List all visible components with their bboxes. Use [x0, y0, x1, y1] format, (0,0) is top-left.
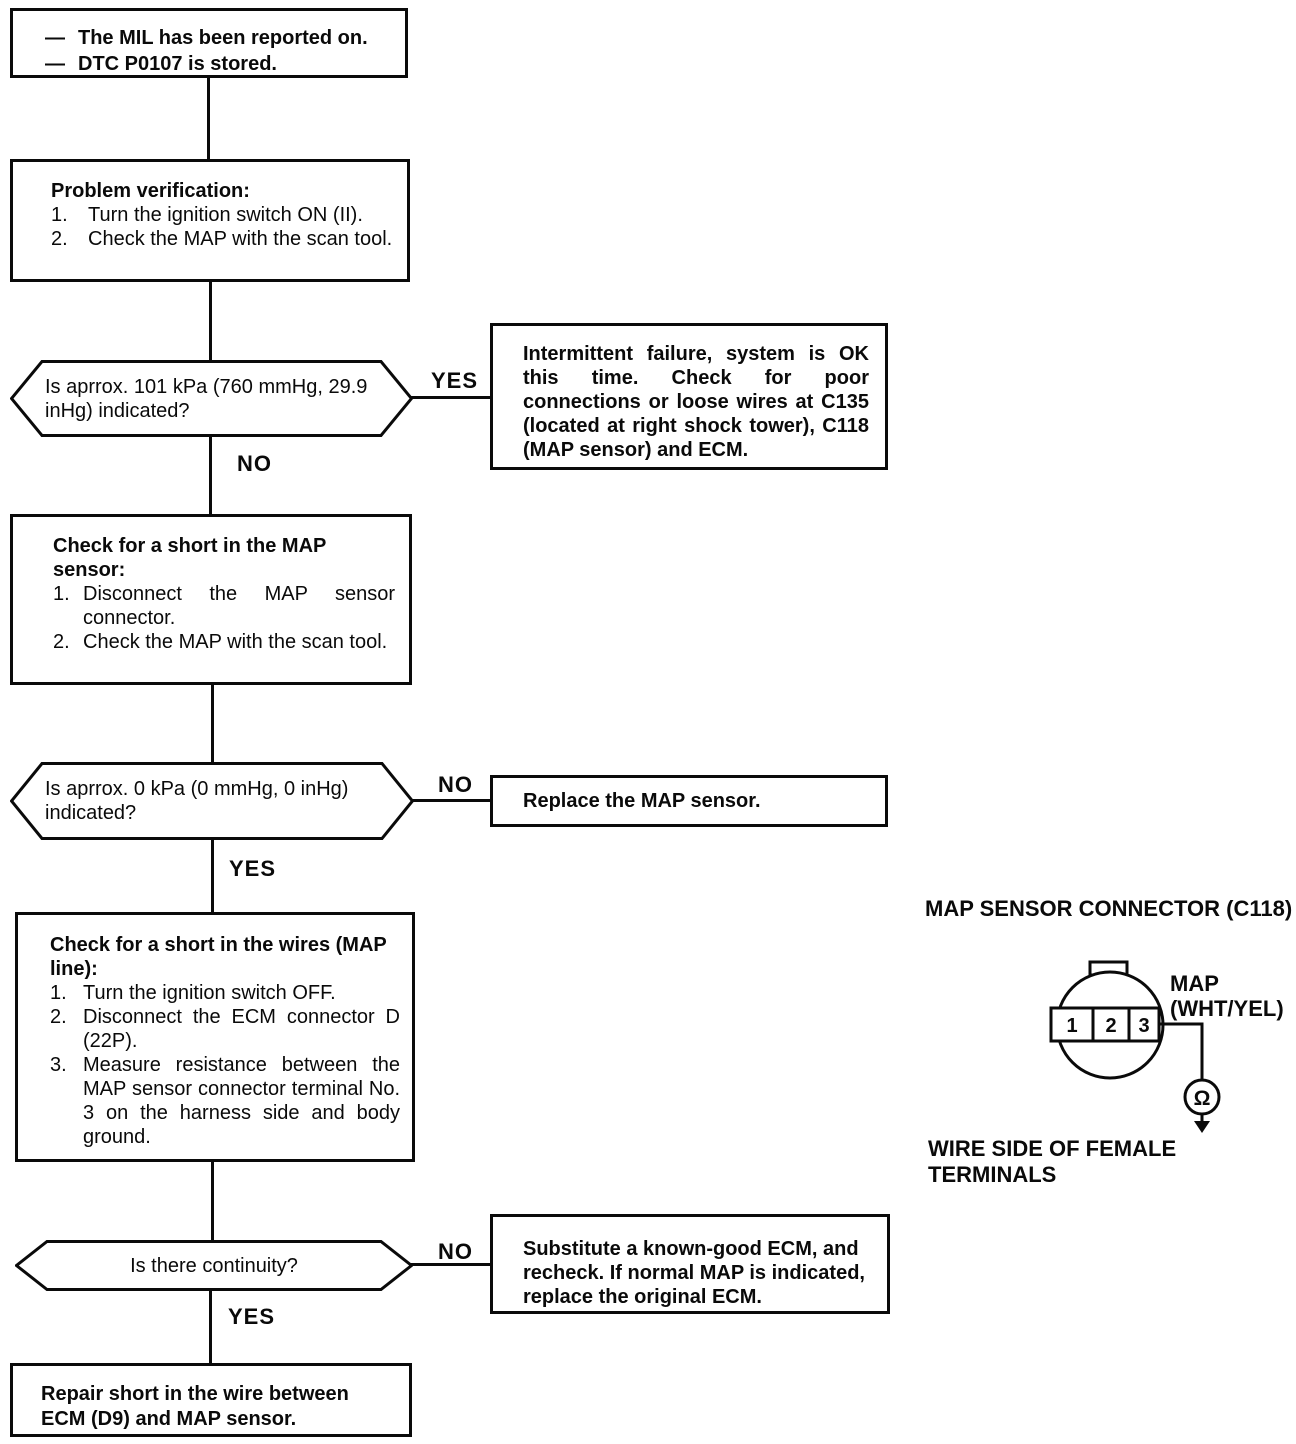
- step-text: Turn the ignition switch OFF.: [83, 982, 336, 1004]
- decision-continuity: Is there continuity?: [15, 1240, 413, 1291]
- connector-line: [209, 435, 212, 514]
- start-line-1-text: The MIL has been reported on.: [78, 27, 368, 49]
- step-text: Check the MAP with the scan tool.: [83, 631, 388, 653]
- node-start: — The MIL has been reported on. — DTC P0…: [10, 8, 408, 78]
- test-wire: [1159, 1022, 1204, 1080]
- hexagon-shape: [15, 1240, 413, 1291]
- step-number: 1.: [53, 583, 70, 605]
- branch-label-no: NO: [237, 451, 272, 476]
- start-line-2: — DTC P0107 is stored.: [45, 51, 395, 77]
- decision-question: Is there continuity?: [130, 1254, 298, 1277]
- wire-label: MAP (WHT/YEL): [1170, 971, 1284, 1021]
- step-text: Turn the ignition switch ON (II).: [88, 204, 363, 226]
- connector-diagram-caption: WIRE SIDE OF FEMALE TERMINALS: [928, 1136, 1177, 1187]
- node-title: Problem verification:: [51, 180, 250, 202]
- wire-label-line1: MAP: [1170, 971, 1219, 996]
- node-replace-map-sensor: Replace the MAP sensor.: [490, 775, 888, 827]
- step-item: 2. Disconnect the ECM connector D (22P).: [50, 1005, 400, 1053]
- branch-label-yes: YES: [229, 856, 277, 881]
- step-text: Disconnect the ECM connector D (22P).: [83, 1006, 400, 1052]
- step-item: 2. Check the MAP with the scan tool.: [51, 227, 393, 251]
- decision-approx-0kpa: Is aprrox. 0 kPa (0 mmHg, 0 inHg) indica…: [10, 762, 414, 840]
- connector-line: [410, 396, 492, 399]
- step-number: 2.: [50, 1006, 67, 1028]
- ground-arrow-icon: [1194, 1121, 1210, 1133]
- node-problem-verification: Problem verification: 1. Turn the igniti…: [10, 159, 410, 282]
- step-item: 2. Check the MAP with the scan tool.: [53, 630, 395, 654]
- connector-line: [411, 1263, 492, 1266]
- node-substitute-ecm: Substitute a known-good ECM, and recheck…: [490, 1214, 890, 1314]
- terminal-3-label: 3: [1138, 1015, 1149, 1037]
- node-check-short-wires: Check for a short in the wires (MAP line…: [15, 912, 415, 1162]
- branch-label-no: NO: [438, 1239, 473, 1264]
- map-sensor-connector-illustration: 1 2 3 Ω: [1049, 960, 1221, 1133]
- step-item: 1. Turn the ignition switch OFF.: [50, 981, 400, 1005]
- step-number: 2.: [53, 631, 70, 653]
- step-text: Measure resistance between the MAP senso…: [83, 1054, 400, 1148]
- step-text: Disconnect the MAP sensor connector.: [83, 583, 395, 629]
- step-number: 1.: [51, 204, 68, 226]
- terminal-1-label: 1: [1066, 1015, 1077, 1037]
- decision-question: Is aprrox. 101 kPa (760 mmHg, 29.9 inHg)…: [45, 375, 368, 422]
- connector-line: [209, 280, 212, 362]
- dash-bullet: —: [45, 27, 65, 49]
- decision-approx-101kpa: Is aprrox. 101 kPa (760 mmHg, 29.9 inHg)…: [10, 360, 413, 437]
- terminal-2-label: 2: [1105, 1015, 1116, 1037]
- step-number: 2.: [51, 228, 68, 250]
- wire-label-line2: (WHT/YEL): [1170, 996, 1284, 1021]
- start-line-2-text: DTC P0107 is stored.: [78, 53, 277, 75]
- connector-line: [211, 838, 214, 915]
- connector-line: [207, 76, 210, 159]
- connector-line: [209, 1288, 212, 1365]
- step-item: 3. Measure resistance between the MAP se…: [50, 1053, 400, 1149]
- step-item: 1. Turn the ignition switch ON (II).: [51, 203, 393, 227]
- ohm-symbol: Ω: [1194, 1087, 1211, 1110]
- node-intermittent-failure: Intermittent failure, system is OK this …: [490, 323, 888, 470]
- hexagon-shape: [10, 762, 414, 840]
- connector-line: [411, 799, 492, 802]
- terminal-row: [1049, 1006, 1161, 1043]
- connector-line: [211, 1161, 214, 1242]
- connector-line: [211, 683, 214, 764]
- connector-diagram-title: MAP SENSOR CONNECTOR (C118): [925, 896, 1293, 921]
- branch-label-no: NO: [438, 772, 473, 797]
- decision-question: Is aprrox. 0 kPa (0 mmHg, 0 inHg) indica…: [45, 778, 349, 824]
- start-line-1: — The MIL has been reported on.: [45, 25, 395, 51]
- branch-label-yes: YES: [431, 368, 479, 393]
- node-title: Check for a short in the wires (MAP line…: [50, 934, 387, 980]
- step-number: 3.: [50, 1054, 67, 1076]
- step-number: 1.: [50, 982, 67, 1004]
- node-repair-short: Repair short in the wire between ECM (D9…: [10, 1363, 412, 1437]
- node-check-short-map-sensor: Check for a short in the MAP sensor: 1. …: [10, 514, 412, 685]
- node-title: Check for a short in the MAP sensor:: [53, 535, 327, 581]
- branch-label-yes: YES: [228, 1304, 276, 1329]
- hexagon-shape: [10, 360, 413, 437]
- step-text: Check the MAP with the scan tool.: [88, 228, 393, 250]
- dash-bullet: —: [45, 53, 65, 75]
- step-item: 1. Disconnect the MAP sensor connector.: [53, 582, 395, 630]
